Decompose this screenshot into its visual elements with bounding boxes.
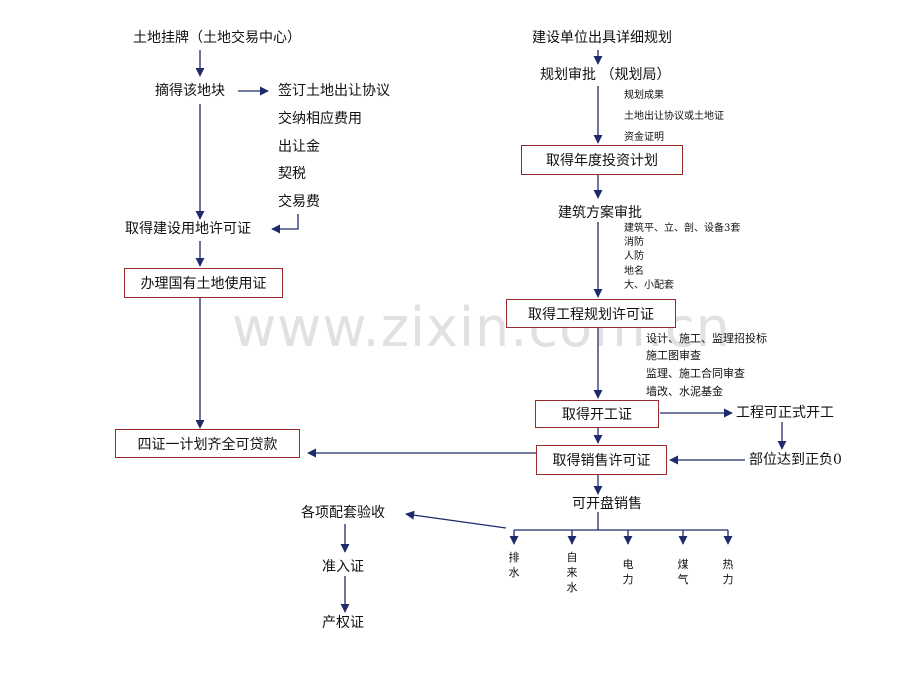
formal-start-node: 工程可正式开工 <box>736 405 834 421</box>
annual-plan-box: 取得年度投资计划 <box>521 145 683 175</box>
engineering-permit-box: 取得工程规划许可证 <box>506 299 676 328</box>
construction-doc: 设计、施工、监理招投标 <box>646 332 767 345</box>
design-doc: 建筑平、立、剖、设备3套 <box>624 223 741 234</box>
sales-permit-box: 取得销售许可证 <box>536 445 667 475</box>
utility-gas: 煤气 <box>677 558 689 586</box>
construction-doc: 施工图审查 <box>646 349 701 362</box>
planning-doc: 土地出让协议或土地证 <box>624 111 724 122</box>
utility-tap-water: 自来水 <box>566 551 578 594</box>
fee-item: 交易费 <box>278 194 320 210</box>
acceptance-node: 各项配套验收 <box>301 505 385 521</box>
obtain-land-node: 摘得该地块 <box>155 83 225 99</box>
design-doc: 地名 <box>624 266 644 277</box>
loan-box: 四证一计划齐全可贷款 <box>115 429 300 458</box>
utility-electricity: 电力 <box>622 558 634 586</box>
utility-heat: 热力 <box>722 558 734 586</box>
fee-item: 出让金 <box>278 139 320 155</box>
access-cert-node: 准入证 <box>322 559 364 575</box>
land-use-permit-node: 取得建设用地许可证 <box>125 221 251 237</box>
design-doc: 人防 <box>624 251 644 262</box>
construction-doc: 监理、施工合同审查 <box>646 367 745 380</box>
arrow-fees-to-permit <box>271 214 299 234</box>
land-listing-node: 土地挂牌（土地交易中心） <box>133 30 301 46</box>
reach-zero-node: 部位达到正负0 <box>749 452 842 468</box>
planning-doc: 规划成果 <box>624 90 664 101</box>
pay-fees-text: 交纳相应费用 <box>278 111 362 127</box>
open-sales-node: 可开盘销售 <box>572 496 642 512</box>
planning-review-node: 规划审批 （规划局） <box>540 67 671 83</box>
detailed-plan-node: 建设单位出具详细规划 <box>532 30 672 46</box>
arrow-utilities-to-acceptance <box>405 510 507 529</box>
sign-agreement-text: 签订土地出让协议 <box>278 83 390 99</box>
design-doc: 消防 <box>624 237 644 248</box>
design-doc: 大、小配套 <box>624 280 674 291</box>
state-land-cert-box: 办理国有土地使用证 <box>124 268 283 298</box>
start-permit-box: 取得开工证 <box>535 400 659 428</box>
construction-doc: 墙改、水泥基金 <box>646 385 723 398</box>
planning-doc: 资金证明 <box>624 132 664 143</box>
design-review-node: 建筑方案审批 <box>558 205 642 221</box>
property-cert-node: 产权证 <box>322 615 364 631</box>
fee-item: 契税 <box>278 166 306 182</box>
utility-drain: 排水 <box>508 551 520 579</box>
